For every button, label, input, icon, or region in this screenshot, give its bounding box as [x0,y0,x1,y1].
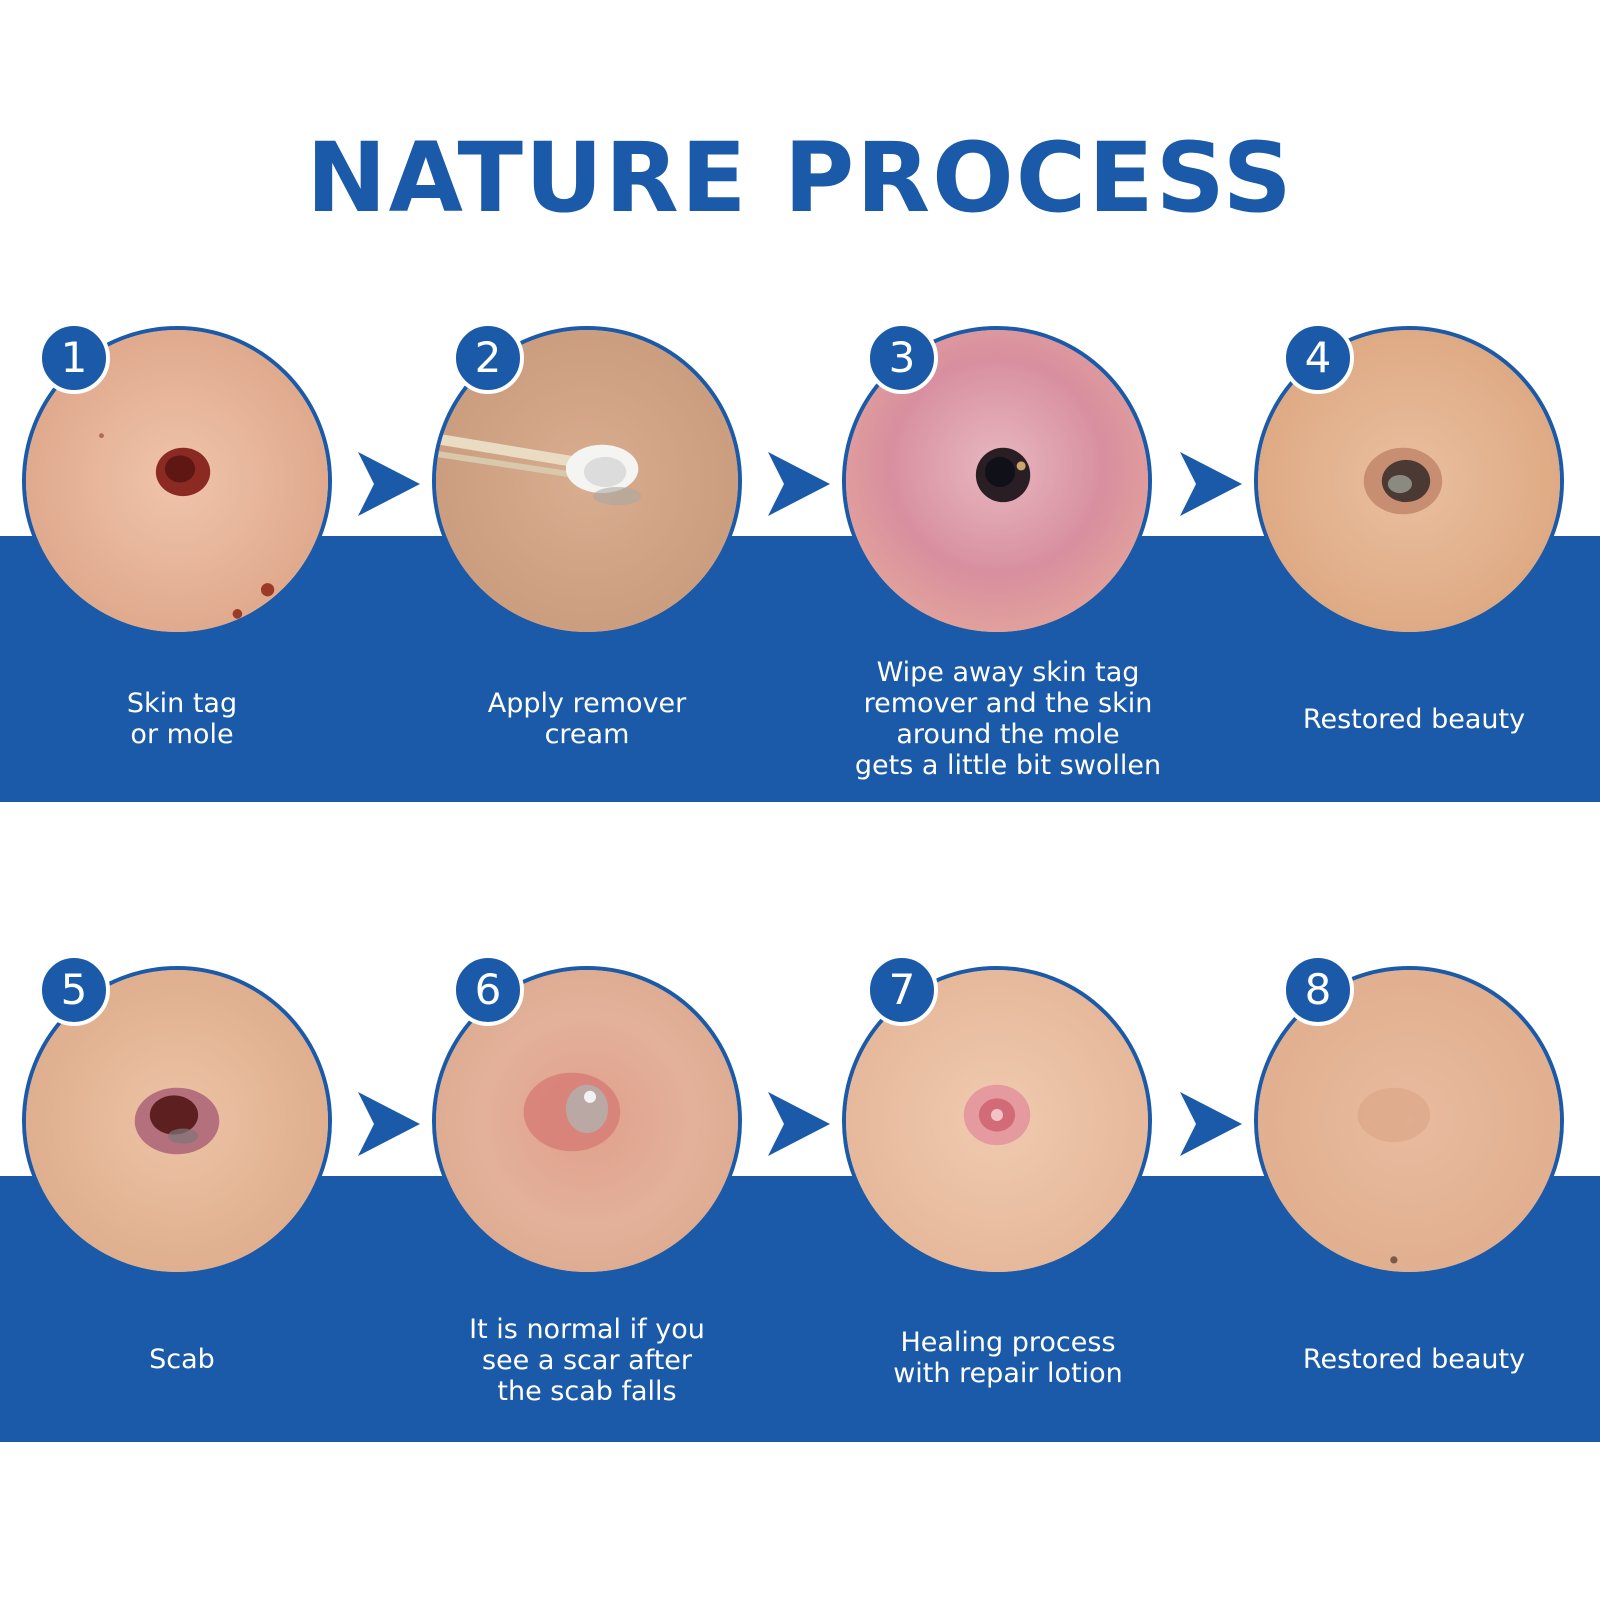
step-8-caption: Restored beauty [1302,1343,1526,1375]
arrow-right-icon [1180,452,1242,516]
arrow-right-icon [1180,1092,1242,1156]
mole-image [26,330,328,632]
arrow-right-icon [768,1092,830,1156]
step-5-badge: 5 [38,954,110,1026]
step-7-caption: Healing process with repair lotion [893,1327,1123,1389]
step-1-badge: 1 [38,322,110,394]
arrow-right-icon [358,1092,420,1156]
step-8-badge: 8 [1282,954,1354,1026]
step-5-caption: Scab [149,1343,215,1375]
step-3-caption: Wipe away skin tag remover and the skin … [854,657,1162,781]
arrow-right-icon [768,452,830,516]
step-3-photo [842,326,1152,636]
arrow-right-icon [358,452,420,516]
page-title: NATURE PROCESS [306,122,1294,234]
step-2-badge: 2 [452,322,524,394]
step-2-caption: Apply remover cream [487,688,687,750]
step-3-badge: 3 [866,322,938,394]
step-6-caption: It is normal if you see a scar after the… [469,1313,705,1407]
step-6-badge: 6 [452,954,524,1026]
step-4-caption: Restored beauty [1302,703,1526,735]
step-1-caption: Skin tag or mole [126,688,238,750]
step-4-photo [1254,326,1564,636]
step-7-badge: 7 [866,954,938,1026]
step-4-badge: 4 [1282,322,1354,394]
scar-image [436,970,738,1272]
